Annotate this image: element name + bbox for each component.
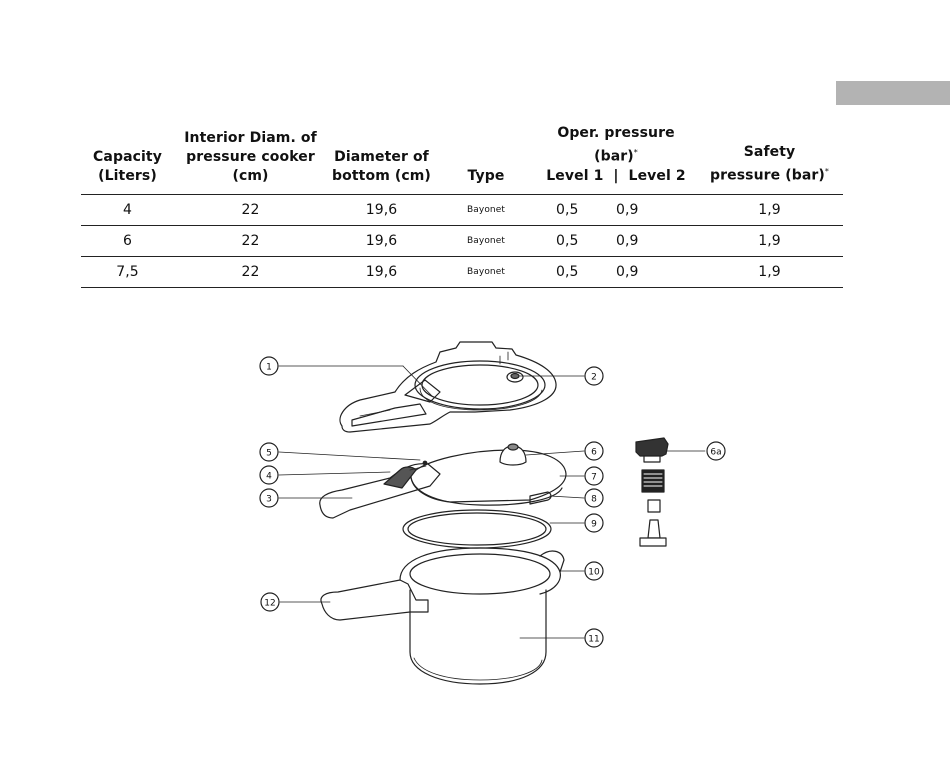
pot-body-illustration — [321, 548, 564, 684]
svg-text:8: 8 — [591, 495, 597, 505]
svg-text:9: 9 — [591, 520, 597, 530]
callout-8: 8 — [585, 489, 603, 507]
svg-text:12: 12 — [264, 599, 275, 609]
callout-2: 2 — [585, 367, 603, 385]
svg-text:2: 2 — [591, 373, 597, 383]
callout-12: 12 — [261, 593, 279, 611]
callout-4: 4 — [260, 466, 278, 484]
valve-parts-illustration — [636, 438, 668, 546]
svg-text:5: 5 — [266, 449, 272, 459]
callout-9: 9 — [585, 514, 603, 532]
callout-10: 10 — [585, 562, 603, 580]
callout-leaders — [279, 366, 705, 638]
callout-1: 1 — [260, 357, 278, 375]
gasket-ring-illustration — [403, 510, 551, 548]
callout-5: 5 — [260, 443, 278, 461]
svg-text:11: 11 — [588, 635, 599, 645]
svg-text:6a: 6a — [710, 448, 721, 458]
svg-text:6: 6 — [591, 448, 597, 458]
svg-text:7: 7 — [591, 473, 597, 483]
svg-text:3: 3 — [266, 495, 272, 505]
callout-markers: 1 2 5 4 3 6 6a 7 8 9 10 11 12 — [260, 357, 725, 647]
lid-top-view-illustration — [340, 342, 556, 432]
svg-text:4: 4 — [266, 472, 272, 482]
callout-7: 7 — [585, 467, 603, 485]
callout-11: 11 — [585, 629, 603, 647]
svg-text:10: 10 — [588, 568, 600, 578]
callout-6a: 6a — [707, 442, 725, 460]
callout-3: 3 — [260, 489, 278, 507]
svg-text:1: 1 — [266, 363, 272, 373]
callout-6: 6 — [585, 442, 603, 460]
